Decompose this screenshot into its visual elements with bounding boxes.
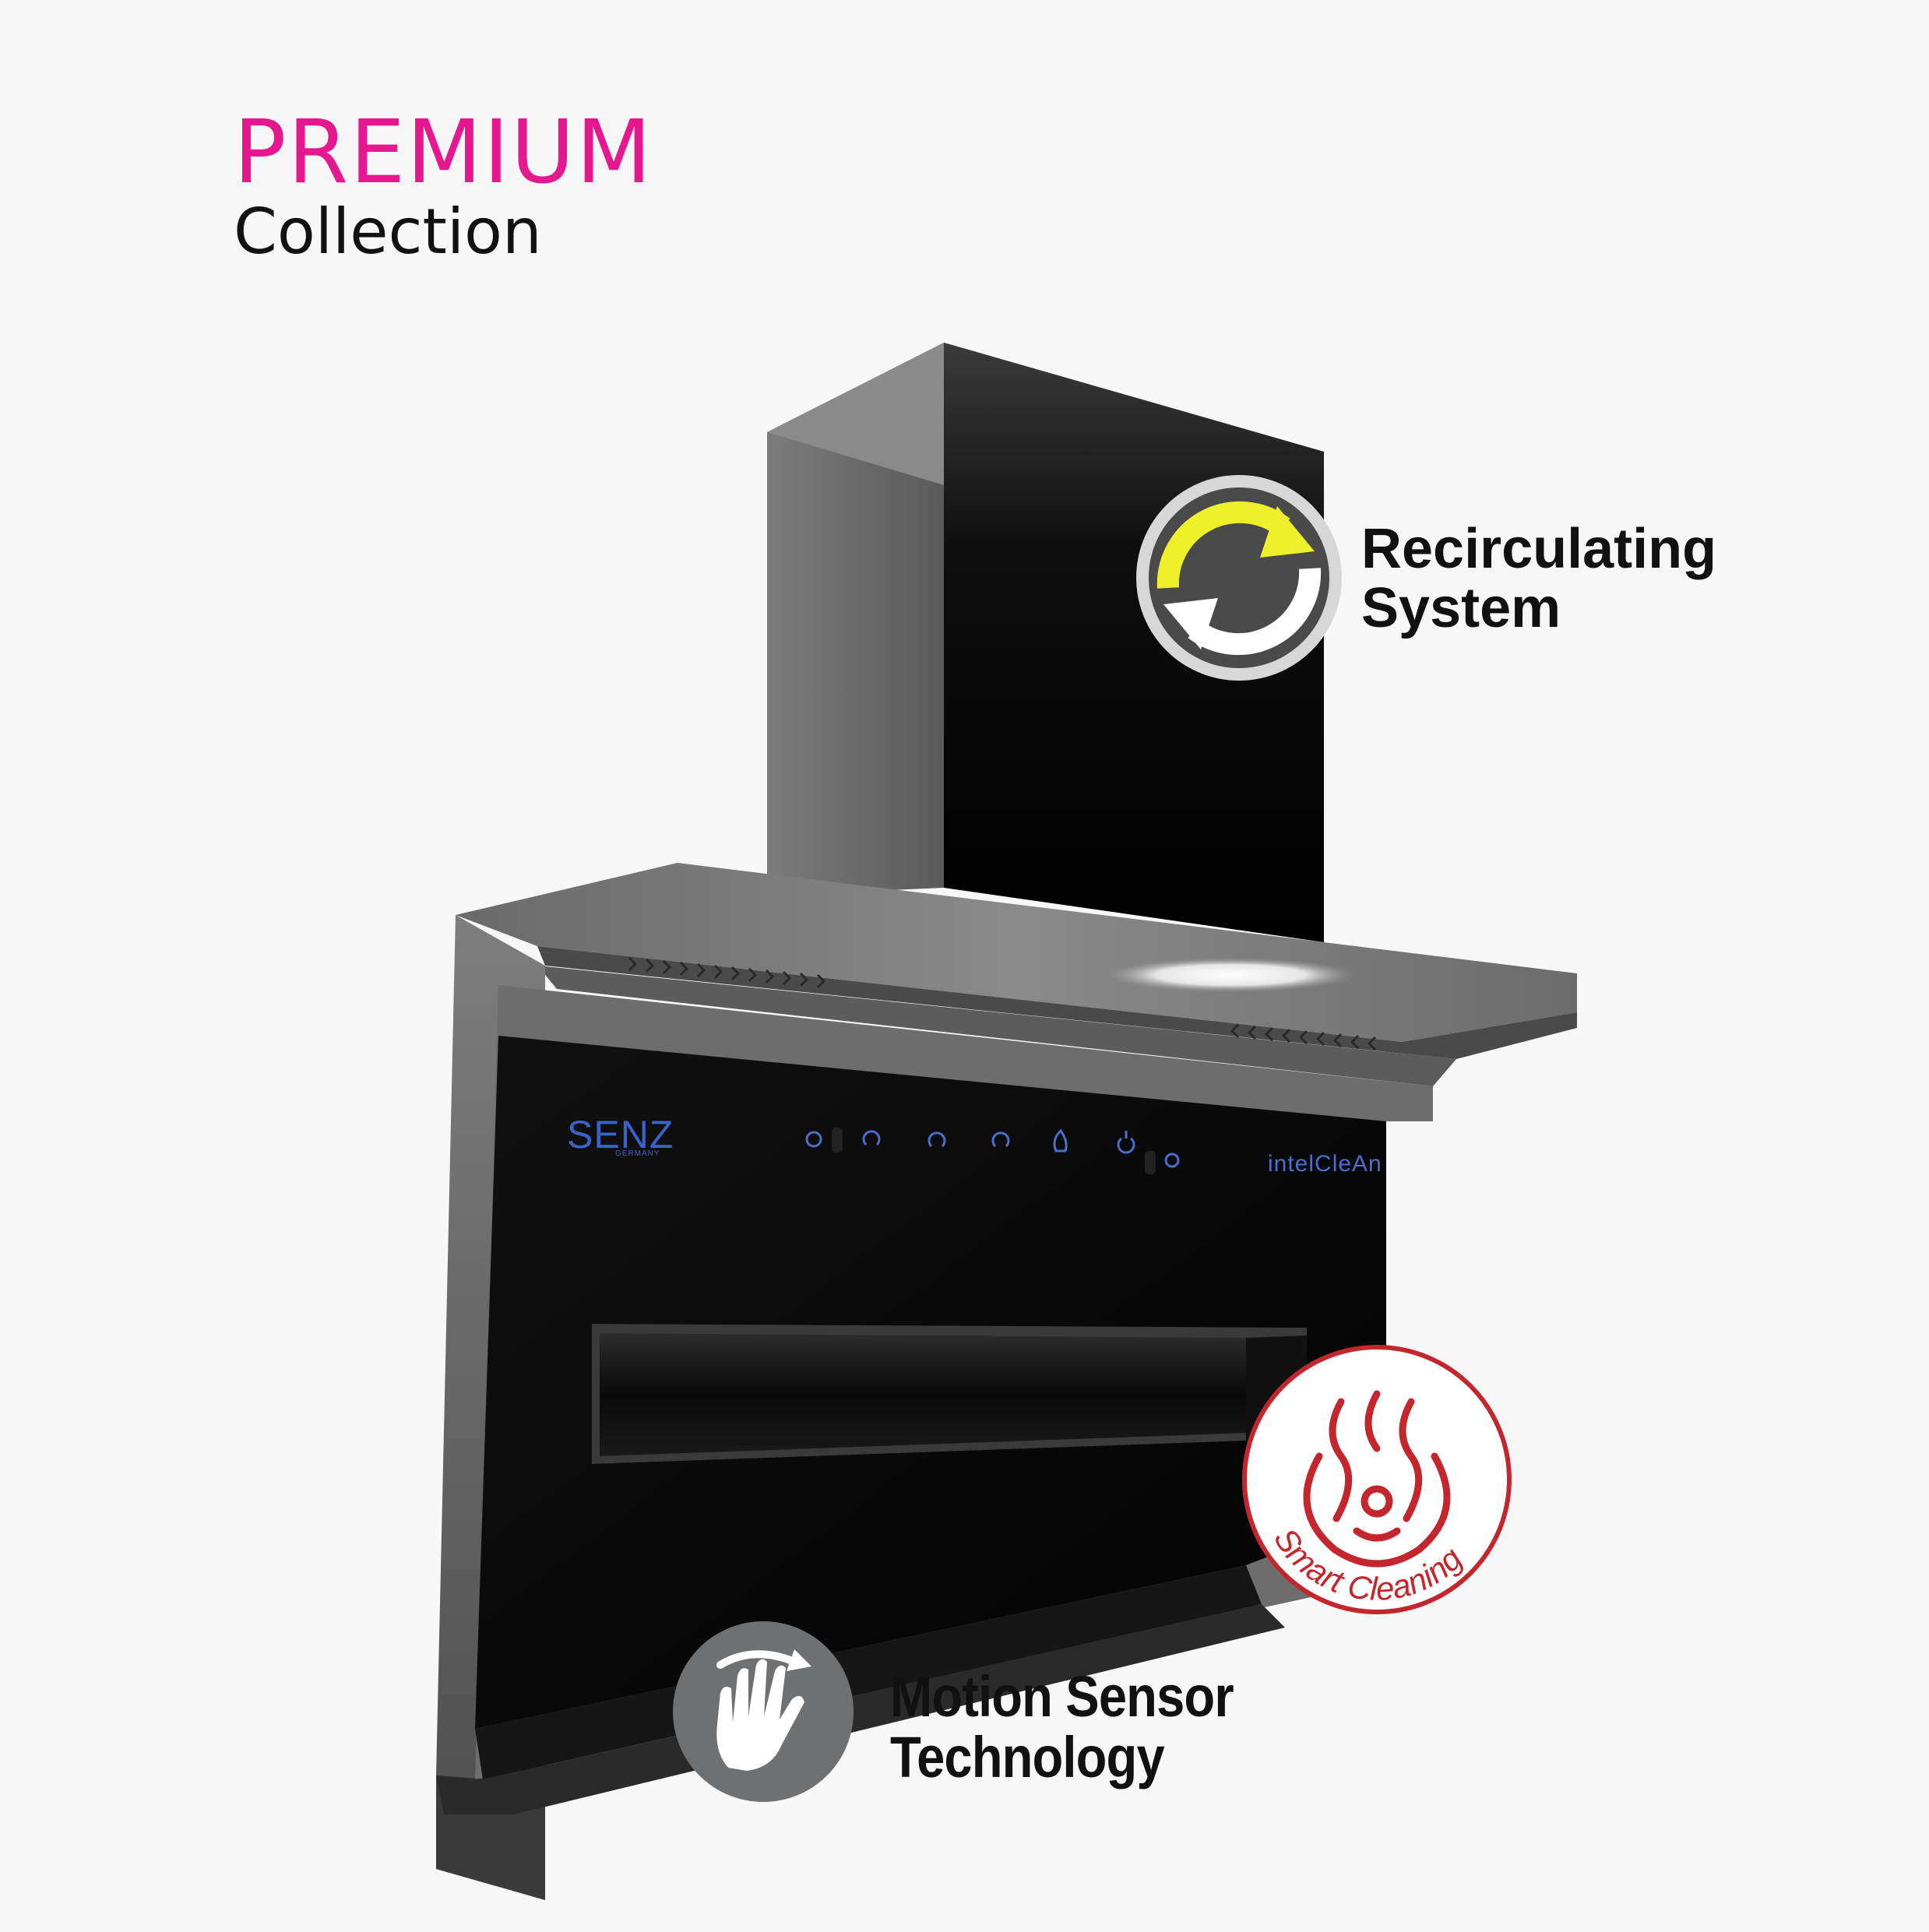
brand-logo: SENZ <box>567 1113 674 1156</box>
motion-sensor-feature-text: Motion Sensor Technology <box>890 1666 1234 1787</box>
smart-cleaning-badge: Smart Cleaning <box>1242 1345 1512 1614</box>
premium-heading: PREMIUM <box>234 102 653 203</box>
collection-title: PREMIUM Collection <box>234 109 653 263</box>
recirculate-icon <box>1136 475 1342 681</box>
motion-sensor-line2: Technology <box>890 1724 1165 1789</box>
recirculating-line2: System <box>1361 576 1561 639</box>
intelclean-label: intelCleAn <box>1268 1151 1382 1177</box>
recirculating-feature-text: Recirculating System <box>1361 518 1717 639</box>
hand-gesture-icon <box>673 1621 854 1802</box>
recirculating-line1: Recirculating <box>1361 518 1717 580</box>
collection-heading: Collection <box>234 195 542 268</box>
motion-sensor-line1: Motion Sensor <box>890 1664 1234 1729</box>
brand-sub-label: GERMANY <box>615 1149 660 1158</box>
